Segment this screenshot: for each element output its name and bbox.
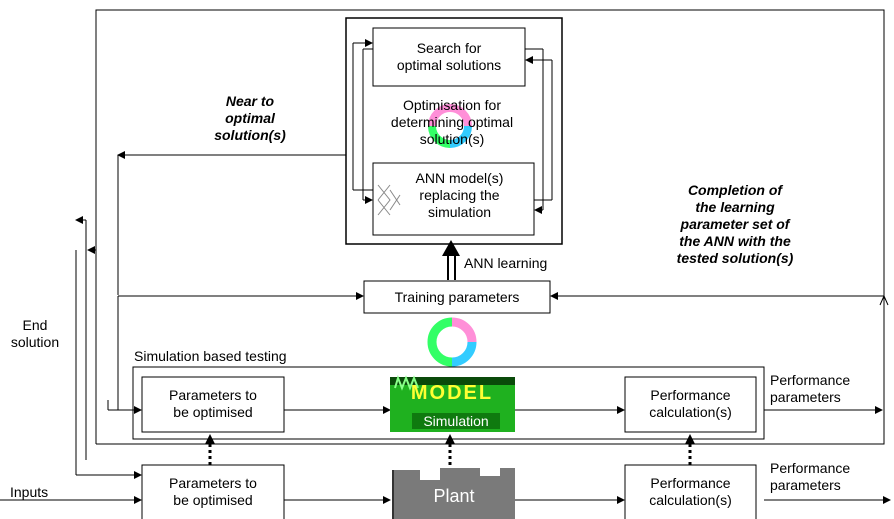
perf-params-plant-label: Performance parameters	[770, 460, 851, 493]
params-sim-box	[141, 376, 285, 433]
perf-sim-label: Performance calculation(s)	[649, 387, 732, 420]
training-box	[363, 280, 551, 314]
end-solution-label: End solution	[10, 317, 60, 350]
params-plant-box	[141, 464, 285, 519]
ann-model-box	[372, 162, 535, 236]
ann-learning-label: ANN learning	[464, 255, 548, 271]
perf-plant-box	[624, 464, 757, 519]
perf-params-sim-label: Performance parameters	[770, 372, 851, 405]
params-sim-label: Parameters to be optimised	[169, 387, 257, 420]
outer-frame	[95, 9, 885, 445]
model-logo-text: MODEL	[410, 382, 494, 404]
optimisation-label: Optimisation for determining optimal sol…	[390, 97, 514, 147]
plant-image	[393, 468, 515, 519]
testing-cycle-icon	[427, 317, 477, 367]
training-box-label: Training parameters	[394, 289, 520, 305]
plant-text: Plant	[433, 486, 475, 506]
near-optimal-label: Near to optimal solution(s)	[214, 93, 286, 143]
perf-sim-box	[624, 376, 757, 433]
search-box-label: Search for optimal solutions	[396, 40, 502, 73]
completion-label: Completion of the learning parameter set…	[676, 182, 794, 266]
model-caption-text: Simulation	[423, 413, 489, 429]
search-box	[372, 27, 526, 87]
inputs-label: Inputs	[10, 484, 49, 500]
params-plant-label: Parameters to be optimised	[169, 475, 257, 508]
optimisation-cycle-icon	[428, 104, 472, 148]
ann-model-label: ANN model(s) replacing the simulation	[415, 170, 504, 220]
ann-network-icon	[377, 184, 401, 216]
simulation-testing-label: Simulation based testing	[134, 348, 287, 364]
perf-plant-label: Performance calculation(s)	[649, 475, 732, 508]
